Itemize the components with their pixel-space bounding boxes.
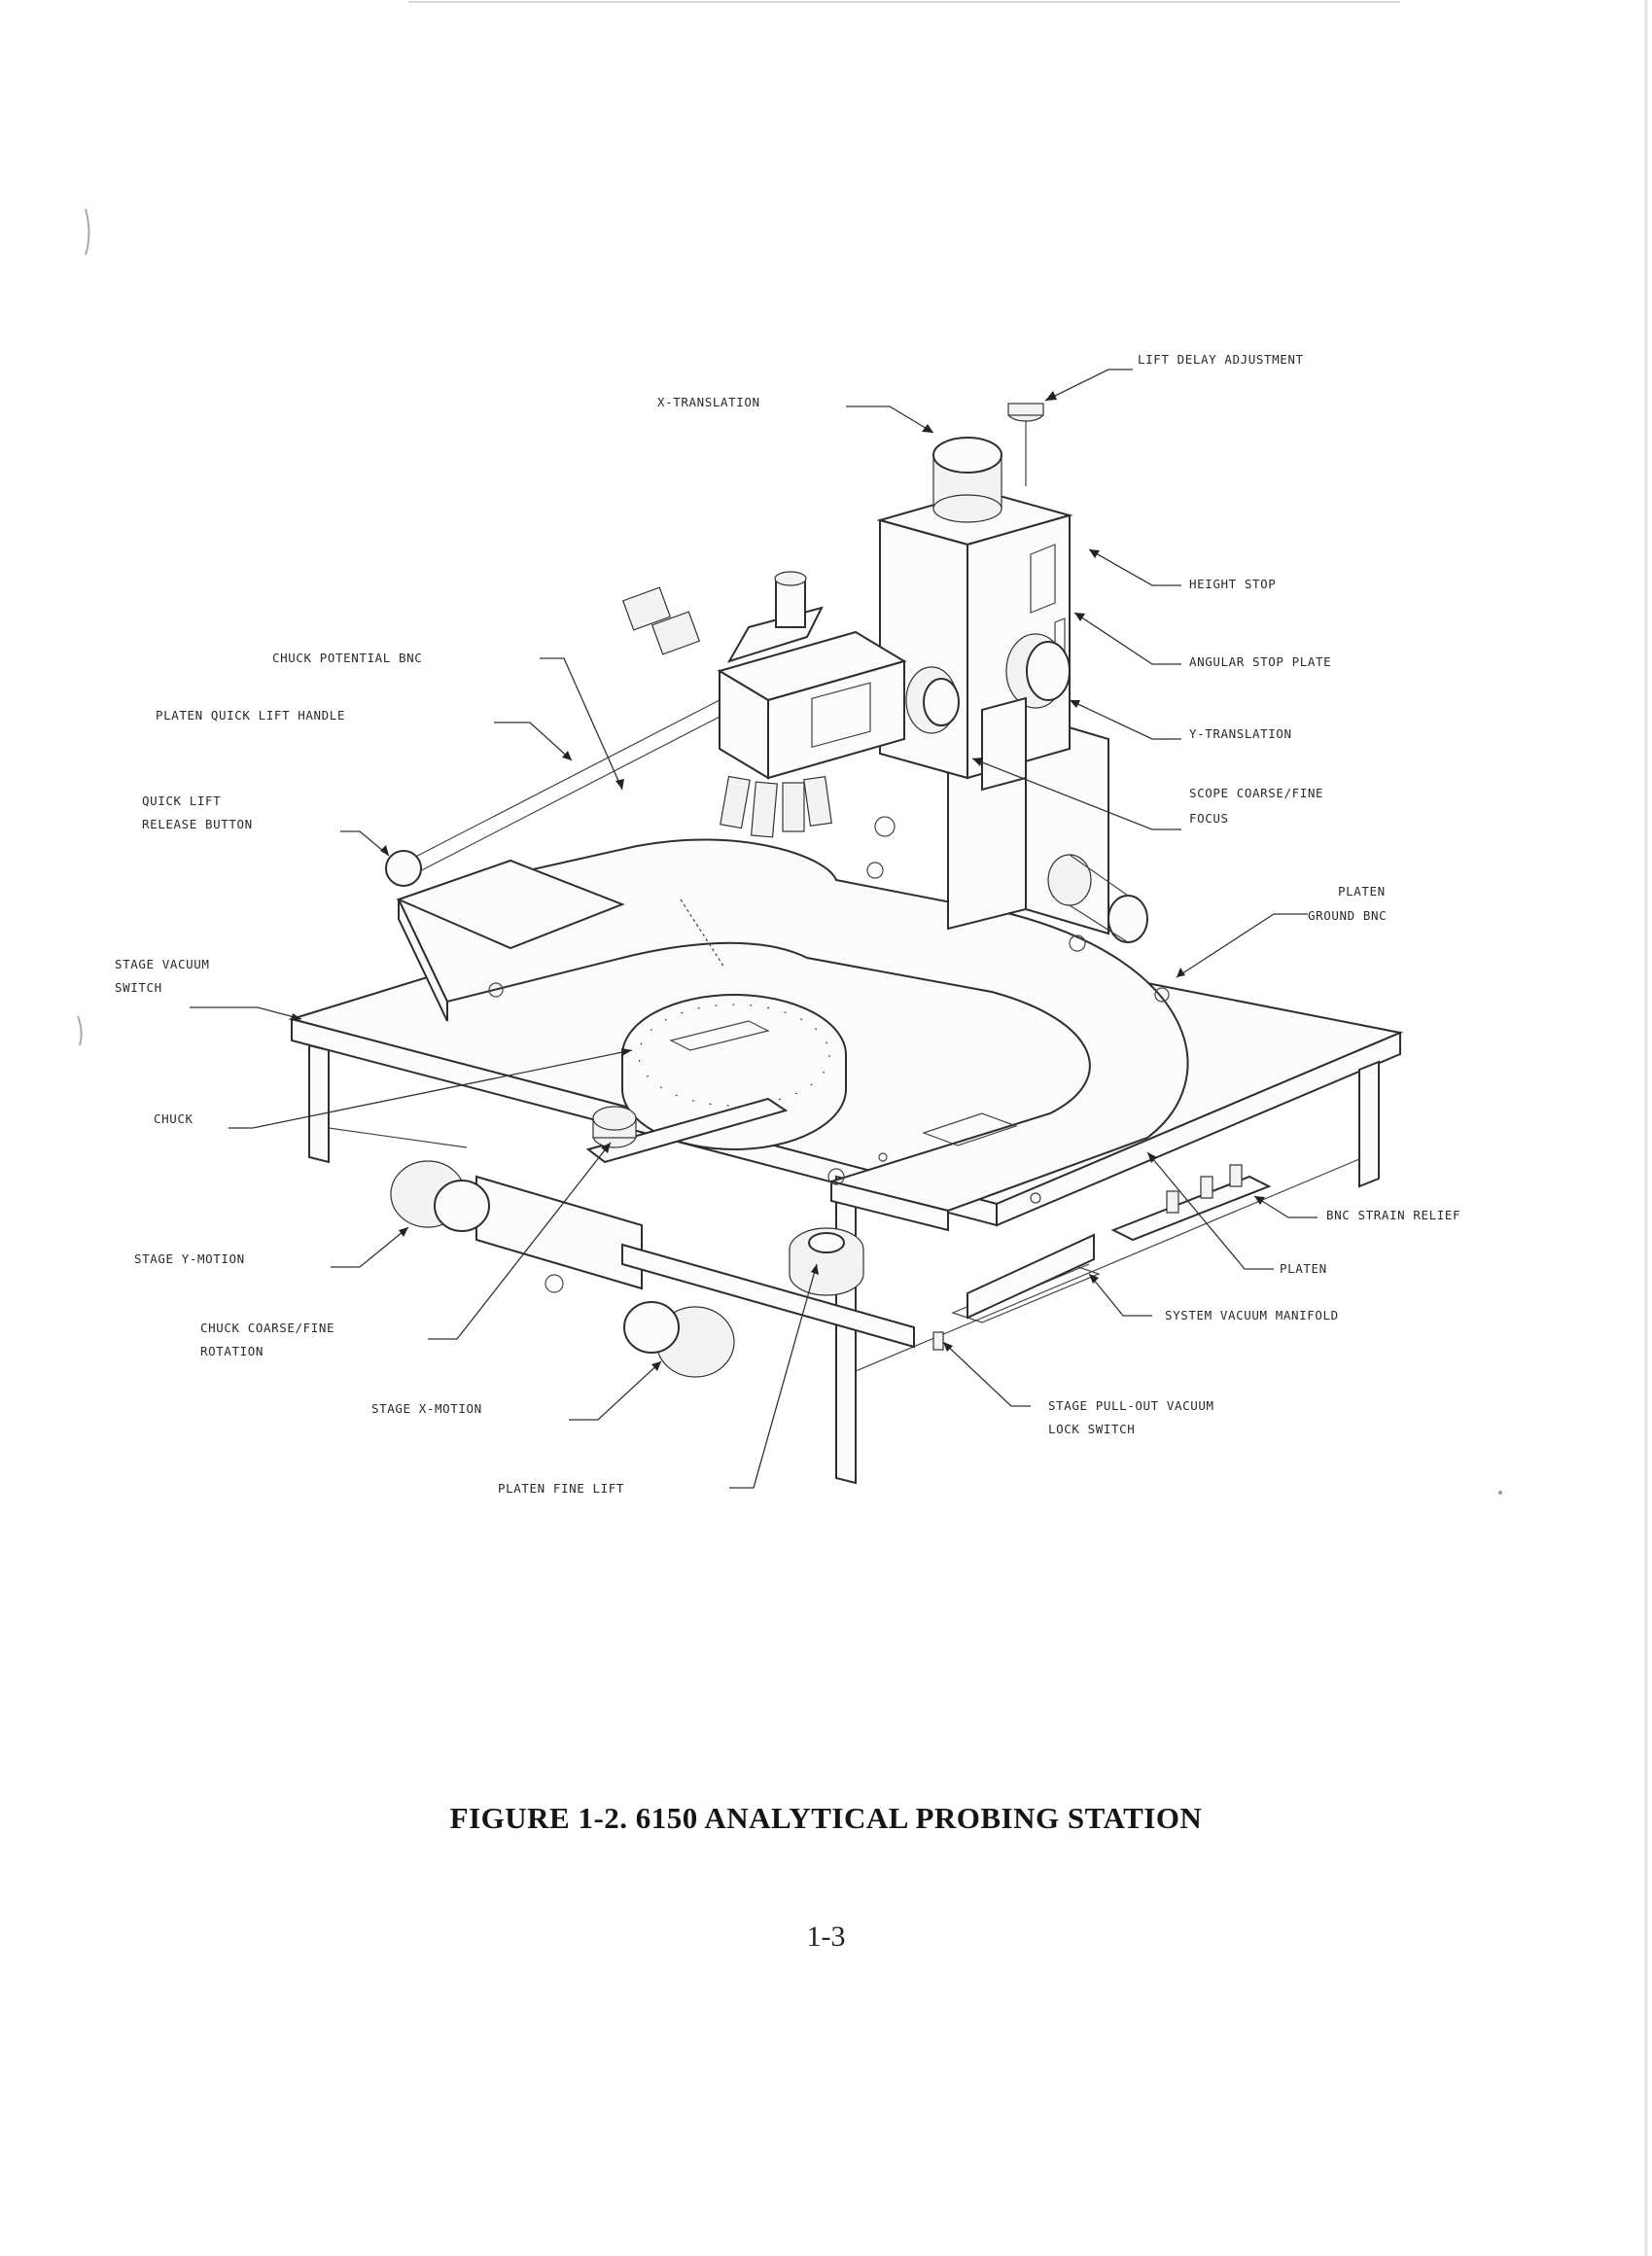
label-stage-pull-out-vacuum: STAGE PULL-OUT VACUUM <box>1048 1398 1214 1413</box>
label-lift-delay-adjustment: LIFT DELAY ADJUSTMENT <box>1138 352 1304 367</box>
page-number: 1-3 <box>806 1921 846 1953</box>
label-chuck: CHUCK <box>154 1111 193 1126</box>
label-quick-lift: QUICK LIFT <box>142 793 222 808</box>
label-platen-quick-lift-handle: PLATEN QUICK LIFT HANDLE <box>156 708 346 723</box>
label-chuck-rotation: ROTATION <box>200 1344 264 1358</box>
label-x-translation: X-TRANSLATION <box>657 395 760 409</box>
label-height-stop: HEIGHT STOP <box>1189 577 1277 591</box>
label-scope-focus: FOCUS <box>1189 811 1229 826</box>
label-release-button: RELEASE BUTTON <box>142 817 253 831</box>
label-bnc-strain-relief: BNC STRAIN RELIEF <box>1326 1208 1461 1222</box>
figure-caption: FIGURE 1-2. 6150 ANALYTICAL PROBING STAT… <box>449 1801 1203 1835</box>
label-stage-y-motion: STAGE Y-MOTION <box>134 1251 245 1266</box>
label-stage-vacuum: STAGE VACUUM <box>115 957 210 971</box>
label-platen-fine-lift: PLATEN FINE LIFT <box>498 1481 625 1496</box>
label-y-translation: Y-TRANSLATION <box>1189 726 1292 741</box>
label-scope-coarse-fine: SCOPE COARSE/FINE <box>1189 786 1324 800</box>
label-platen: PLATEN <box>1280 1261 1327 1276</box>
label-stage-x-motion: STAGE X-MOTION <box>371 1401 482 1416</box>
label-stage-vacuum-switch: SWITCH <box>115 980 162 995</box>
label-platen-ground-2: GROUND BNC <box>1308 908 1388 923</box>
label-system-vacuum-manifold: SYSTEM VACUUM MANIFOLD <box>1165 1308 1339 1322</box>
label-chuck-coarse-fine: CHUCK COARSE/FINE <box>200 1321 335 1335</box>
label-lock-switch: LOCK SWITCH <box>1048 1422 1136 1436</box>
label-angular-stop-plate: ANGULAR STOP PLATE <box>1189 654 1332 669</box>
label-chuck-potential-bnc: CHUCK POTENTIAL BNC <box>272 651 423 665</box>
label-platen-ground-1: PLATEN <box>1338 884 1386 899</box>
